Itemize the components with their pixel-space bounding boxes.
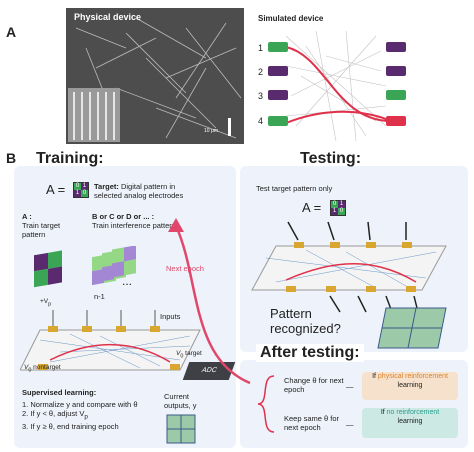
- supervised-title: Supervised learning:: [22, 388, 97, 397]
- training-title: Training:: [36, 150, 104, 167]
- line-to-physical: —: [346, 382, 354, 391]
- pattern-recognized: Pattern recognized?: [270, 306, 341, 336]
- matrix-cell: 1: [81, 183, 88, 190]
- pin-label-4: 4: [258, 116, 264, 126]
- test-eq-label: A =: [302, 200, 322, 215]
- step-2-text: If y < θ, adjust V: [30, 409, 85, 418]
- vp-text: +V: [40, 298, 49, 305]
- testing-title: Testing:: [300, 150, 362, 167]
- target-sub: 0: [180, 353, 184, 360]
- electrode-left-4: [268, 116, 288, 126]
- electrode-left-3: [268, 90, 288, 100]
- conduction-path-1: [285, 46, 392, 122]
- step-3: 3. If y ≥ θ, end training epoch: [22, 422, 172, 431]
- vp-sub: p: [48, 301, 52, 308]
- electrode-left-2: [268, 66, 288, 76]
- training-box: [14, 166, 236, 448]
- a-text: Train target pattern: [22, 221, 61, 239]
- current-output-grid: [166, 414, 196, 444]
- step-3-num: 3.: [22, 421, 29, 431]
- training-device-diagram: [20, 310, 201, 371]
- after-testing-brace: [257, 375, 275, 433]
- target-bold: Target:: [94, 182, 119, 191]
- bcd-train-label: B or C or D or ... : Train interference …: [92, 212, 184, 230]
- panel-b-letter: B: [6, 150, 17, 166]
- keep-theta: Keep same θ for next epoch: [284, 414, 340, 432]
- bcd-bold: B or C or D or ... :: [92, 212, 155, 221]
- physical-colored: physical reinforcement: [377, 373, 448, 380]
- simulated-device-title: Simulated device: [258, 14, 324, 23]
- n-minus-1-label: n-1: [94, 292, 105, 301]
- pin-label-1: 1: [258, 43, 264, 53]
- electrode-right-1: [386, 42, 406, 52]
- pattern-tiles: [34, 246, 136, 288]
- no-prefix: If: [380, 409, 385, 416]
- physical-device-title: Physical device: [74, 12, 142, 22]
- after-testing-title: After testing:: [256, 344, 364, 362]
- testing-device-diagram: [251, 221, 447, 313]
- electrode-left-1: [268, 42, 288, 52]
- step-2-num: 2.: [22, 409, 29, 418]
- next-epoch-arrow: [168, 218, 251, 385]
- test-target-only: Test target pattern only: [256, 184, 333, 193]
- target-v: V: [176, 350, 181, 357]
- next-epoch-label: Next epoch: [166, 264, 204, 273]
- matrix-cell: 0: [74, 183, 81, 190]
- step-2-sub: p: [84, 413, 88, 421]
- nanowire-texture: [66, 8, 244, 144]
- electrode-right-4: [386, 116, 406, 126]
- nontarget-label: V0 nontarget: [24, 364, 61, 374]
- change-theta: Change θ for next epoch: [284, 376, 344, 394]
- step-1-num: 1.: [22, 400, 29, 409]
- nontarget-text: nontarget: [33, 364, 61, 371]
- pin-label-2: 2: [258, 67, 264, 77]
- target-eq-label: A =: [46, 182, 66, 197]
- panel-a-letter: A: [6, 24, 17, 40]
- no-colored: no reinforcement: [386, 409, 440, 416]
- bcd-text: Train interference patterns: [92, 221, 180, 230]
- no-suffix: learning: [397, 418, 423, 425]
- vp-label: +Vp: [40, 298, 51, 308]
- simulated-device-diagram: [285, 30, 392, 142]
- no-reinforcement-pill: If no reinforcement learning: [362, 408, 458, 438]
- test-matrix-cell: 1: [338, 201, 345, 208]
- test-matrix-cell: 1: [331, 208, 338, 215]
- physical-suffix: learning: [397, 382, 423, 389]
- target-v-text: target: [185, 350, 202, 357]
- test-matrix-cell: 0: [338, 208, 345, 215]
- inputs-label: Inputs: [160, 312, 181, 321]
- step-1-text: Normalize y and compare with θ: [30, 400, 138, 409]
- test-target-matrix: 0 1 1 0: [330, 200, 346, 216]
- matrix-cell: 1: [74, 190, 81, 197]
- line-to-no: —: [346, 420, 354, 429]
- testing-output-grid: [377, 307, 447, 349]
- nontarget-sub: 0: [28, 367, 32, 374]
- scale-bar-label: 10 μm: [204, 128, 218, 134]
- step-2: 2. If y < θ, adjust Vp: [22, 409, 172, 422]
- physical-prefix: If: [372, 373, 376, 380]
- matrix-cell: 0: [81, 190, 88, 197]
- conduction-path-4: [285, 110, 392, 124]
- physical-reinforcement-pill: If physical reinforcement learning: [362, 372, 458, 400]
- nontarget-v: V: [24, 364, 29, 371]
- target-text: Digital pattern in selected analog elect…: [94, 182, 184, 200]
- target-matrix: 0 1 1 0: [73, 182, 89, 198]
- target-description: Target: Digital pattern in selected anal…: [94, 182, 204, 200]
- step-3-text: If y ≥ θ, end training epoch: [30, 421, 119, 431]
- electrode-right-3: [386, 90, 406, 100]
- current-outputs-label: Current outputs, y: [164, 392, 197, 410]
- a-bold: A :: [22, 212, 32, 221]
- test-matrix-cell: 0: [331, 201, 338, 208]
- pin-label-3: 3: [258, 91, 264, 101]
- electrode-right-2: [386, 66, 406, 76]
- supervised-steps: 1. Normalize y and compare with θ 2. If …: [22, 400, 172, 431]
- ellipsis: ...: [122, 274, 133, 288]
- target-voltage-label: V0 target: [176, 350, 202, 360]
- a-train-label: A : Train target pattern: [22, 212, 76, 239]
- physical-device-micrograph: [66, 8, 244, 144]
- step-1: 1. Normalize y and compare with θ: [22, 400, 172, 409]
